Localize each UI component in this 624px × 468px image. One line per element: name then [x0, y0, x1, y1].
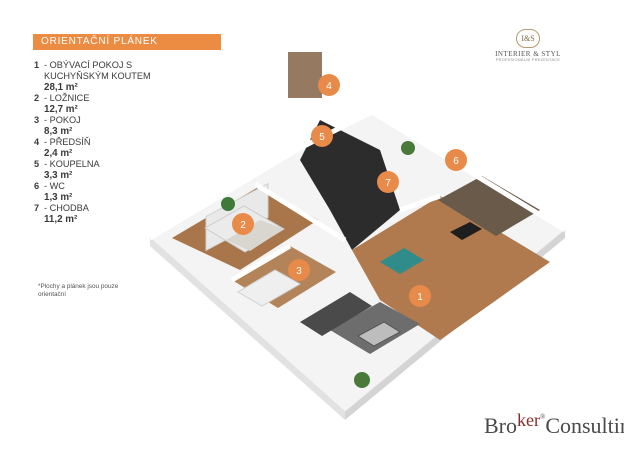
room-marker-3: 3	[288, 259, 310, 281]
svg-text:5: 5	[319, 132, 325, 143]
logo-part-ker: ker	[517, 410, 540, 430]
legend-room-3: 3 - POKOJ 8,3 m²	[34, 115, 184, 137]
room-number: 1	[34, 60, 40, 70]
dining-table	[380, 248, 424, 274]
plant-top	[401, 141, 415, 155]
room-number: 6	[34, 181, 40, 191]
bed-blanket	[226, 220, 284, 251]
room-area: 28,1 m²	[44, 82, 78, 93]
living-floor	[352, 196, 550, 340]
broker-consulting-logo: Broker®Consulting	[484, 410, 624, 453]
interier-styl-logo: I&S INTERIER & STYL PROFESIONÁLNÍ PREZEN…	[492, 29, 564, 69]
kitchen-cooktop	[450, 222, 482, 240]
svg-text:4: 4	[326, 81, 332, 92]
wall-inner-1	[253, 181, 347, 243]
plan-title: ORIENTAČNÍ PLÁNEK MÍSTNOSTÍ	[33, 34, 221, 63]
room-name: - CHODBA	[44, 203, 89, 213]
kitchen-counter	[438, 176, 540, 236]
svg-text:7: 7	[385, 178, 391, 189]
room3-sofa	[237, 269, 302, 307]
room-number: 4	[34, 137, 40, 147]
room-name: - PŘEDSÍŇ	[44, 137, 91, 147]
logo-badge: I&S	[516, 29, 540, 48]
plant-right	[354, 372, 370, 388]
room-legend: 1 - OBÝVACÍ POKOJ S KUCHYŇSKÝM KOUTEM 28…	[34, 60, 184, 225]
logo-part-bro: Bro	[484, 413, 517, 438]
room-number: 3	[34, 115, 40, 125]
balcony-rail	[288, 52, 322, 98]
plant-left	[221, 197, 235, 211]
room-name: - KOUPELNA	[44, 159, 100, 169]
logo-name: INTERIER & STYL	[495, 50, 561, 58]
room-name: - POKOJ	[44, 115, 81, 125]
legend-room-1: 1 - OBÝVACÍ POKOJ S KUCHYŇSKÝM KOUTEM 28…	[34, 60, 184, 93]
room-marker-1: 1	[409, 285, 431, 307]
legend-room-6: 6 - WC 1,3 m²	[34, 181, 184, 203]
room-area: 1,3 m²	[44, 192, 73, 203]
room-marker-5: 5	[311, 125, 333, 147]
logo-part-consulting: Consulting	[545, 413, 624, 438]
coffee-table	[357, 321, 401, 347]
room-number: 7	[34, 203, 40, 213]
room-marker-7: 7	[377, 171, 399, 193]
svg-text:2: 2	[240, 220, 246, 231]
legend-room-5: 5 - KOUPELNA 3,3 m²	[34, 159, 184, 181]
wall-inner-3	[399, 193, 441, 213]
legend-room-4: 4 - PŘEDSÍŇ 2,4 m²	[34, 137, 184, 159]
room-name: - WC	[44, 181, 65, 191]
hallway-floor	[300, 120, 400, 250]
logo-subtitle: PROFESIONÁLNÍ PREZENTACE	[495, 58, 561, 62]
legend-room-7: 7 - CHODBA 11,2 m²	[34, 203, 184, 225]
wall-inner-2	[230, 243, 292, 283]
room-area: 3,3 m²	[44, 170, 73, 181]
room-number: 5	[34, 159, 40, 169]
svg-text:1: 1	[417, 292, 423, 303]
svg-text:6: 6	[453, 156, 459, 167]
plan-base-side	[150, 238, 345, 420]
svg-text:3: 3	[296, 266, 302, 277]
room-marker-2: 2	[232, 213, 254, 235]
room-marker-4: 4	[318, 74, 340, 96]
logo-registered-mark: ®	[539, 413, 546, 421]
legend-room-2: 2 - LOŽNICE 12,7 m²	[34, 93, 184, 115]
room-marker-6: 6	[445, 149, 467, 171]
room-area: 2,4 m²	[44, 148, 73, 159]
room-number: 2	[34, 93, 40, 103]
room-area: 11,2 m²	[44, 214, 78, 225]
disclaimer-note: *Plochy a plánek jsou pouze orientační	[38, 283, 119, 298]
wall-outline	[148, 109, 567, 241]
room-name: - LOŽNICE	[44, 93, 90, 103]
living-sofa	[300, 292, 372, 336]
room-area: 8,3 m²	[44, 126, 73, 137]
room-area: 12,7 m²	[44, 104, 78, 115]
room-name: - OBÝVACÍ POKOJ S KUCHYŇSKÝM KOUTEM	[44, 60, 151, 81]
